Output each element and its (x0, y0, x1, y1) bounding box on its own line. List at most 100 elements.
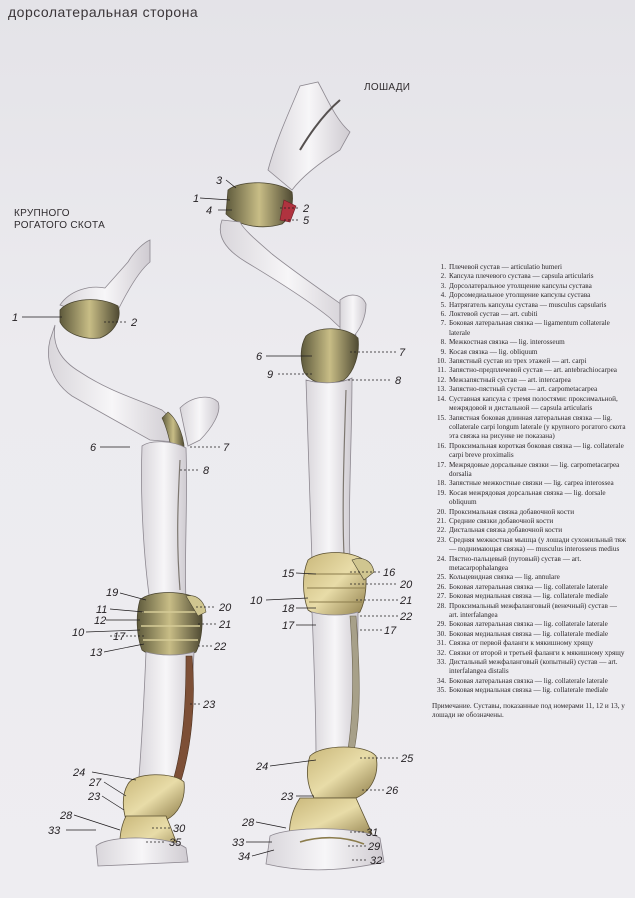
cattle-radius (141, 441, 187, 603)
legend-item: 26.Боковая латеральная связка — lig. col… (432, 583, 628, 592)
cattle-label-23-lower: 23 (87, 791, 101, 803)
horse-label-18: 18 (282, 603, 295, 615)
horse-label-25: 25 (400, 753, 414, 765)
legend-item-text: Кольцевидная связка — lig. annulare (449, 573, 560, 582)
legend-item: 6.Локтевой сустав — art. cubiti (432, 310, 628, 319)
legend-item-number: 33. (437, 658, 446, 667)
legend-item-number: 3. (440, 281, 446, 290)
legend-item-text: Суставная капсула с тремя полостями: про… (449, 394, 618, 413)
horse-label-29: 29 (367, 841, 380, 853)
cattle-accessory-carpal (185, 595, 207, 617)
legend-item: 35.Боковая медиальная связка — lig. coll… (432, 686, 628, 695)
legend-item-number: 17. (437, 460, 446, 469)
legend-item-number: 13. (437, 385, 446, 394)
legend-item-text: Проксимальная связка добавочной кости (449, 507, 575, 516)
horse-label-7: 7 (399, 347, 406, 359)
cattle-caption: КРУПНОГО РОГАТОГО СКОТА (14, 208, 105, 232)
horse-label-26: 26 (385, 785, 399, 797)
cattle-fetlock (122, 774, 185, 821)
horse-label-1: 1 (193, 193, 199, 205)
legend-item-number: 16. (437, 441, 446, 450)
legend-item-text: Боковая латеральная связка — lig. collat… (449, 620, 608, 629)
legend-item-number: 11. (437, 366, 446, 375)
legend-item-text: Боковая медиальная связка — lig. collate… (449, 629, 609, 638)
horse-label-23: 23 (280, 791, 294, 803)
cattle-label-22: 22 (213, 641, 226, 653)
cattle-label-35: 35 (169, 837, 182, 849)
cattle-interosseous-line (177, 459, 181, 591)
horse-scapula-spine (299, 99, 341, 151)
legend-item-text: Боковая латеральная связка — lig. collat… (449, 582, 608, 591)
legend-item-text: Локтевой сустав — art. cubiti (449, 310, 538, 319)
legend-item-number: 2. (440, 272, 446, 281)
horse-label-31: 31 (366, 827, 378, 839)
legend-item: 16.Проксимальная короткая боковая связка… (432, 442, 628, 461)
horse-label-15: 15 (282, 568, 295, 580)
legend-item-text: Дистальная связка добавочной кости (449, 526, 563, 535)
cattle-caption-line2: РОГАТОГО СКОТА (14, 220, 106, 231)
legend-item-text: Средняя межкостная мышца (у лошади сухож… (449, 535, 626, 554)
legend-item: 29.Боковая латеральная связка — lig. col… (432, 620, 628, 629)
legend-item-number: 15. (437, 413, 446, 422)
legend-item: 24.Пястно-пальцевый (путовый) сустав — a… (432, 555, 628, 574)
cattle-label-12: 12 (94, 615, 106, 627)
cattle-label-28: 28 (59, 810, 73, 822)
horse-label-9: 9 (267, 369, 273, 381)
legend-item-text: Запястно-предплечевой сустав — art. ante… (449, 366, 617, 375)
legend-item: 12.Межзапястный сустав — art. intercarpe… (432, 376, 628, 385)
legend-item: 28.Проксимальный межфаланговый (венечный… (432, 602, 628, 621)
cattle-label-21: 21 (218, 619, 231, 631)
cattle-shoulder-capsule (59, 299, 120, 339)
cattle-labels: 1 2 6 7 8 19 11 12 10 13 20 21 17 22 23 … (12, 312, 232, 849)
cattle-label-11: 11 (96, 604, 107, 616)
horse-caption: ЛОШАДИ (364, 82, 411, 93)
cattle-label-13: 13 (90, 647, 103, 659)
legend-item-number: 28. (437, 601, 446, 610)
cattle-label-30: 30 (173, 823, 186, 835)
cattle-label-19: 19 (106, 587, 118, 599)
horse-hoof-ligaments (299, 836, 365, 845)
legend-item-number: 27. (437, 592, 446, 601)
cattle-olecranon (179, 396, 220, 447)
legend-item: 9.Косая связка — lig. obliquum (432, 348, 628, 357)
horse-label-34: 34 (238, 851, 250, 863)
horse-carpus (303, 552, 367, 619)
legend-item-number: 20. (437, 507, 446, 516)
legend-item: 1.Плечевой сустав — articulatio humeri (432, 263, 628, 272)
horse-label-5: 5 (303, 215, 310, 227)
horse-humerus (220, 219, 357, 337)
legend-item-text: Дистальный межфаланговый (копытный) суст… (449, 658, 618, 676)
cattle-label-1: 1 (12, 312, 18, 324)
legend-item-number: 35. (437, 686, 446, 695)
legend-item: 30.Боковая медиальная связка — lig. coll… (432, 630, 628, 639)
horse-labels: 3 1 4 2 5 6 7 9 8 15 16 20 10 18 21 22 1… (193, 175, 414, 867)
legend-item: 20.Проксимальная связка добавочной кости (432, 508, 628, 517)
legend-item: 19.Косая межрядовая дорсальная связка — … (432, 489, 628, 508)
horse-label-17-left: 17 (282, 620, 295, 632)
leader-lines (22, 179, 398, 861)
legend-item-number: 21. (437, 516, 446, 525)
legend-item: 8.Межкостная связка — lig. interosseum (432, 338, 628, 347)
legend-item-text: Запястная боковая длинная латеральная св… (449, 413, 626, 441)
legend-item-number: 29. (437, 620, 446, 629)
horse-label-28: 28 (241, 817, 255, 829)
legend-item: 33.Дистальный межфаланговый (копытный) с… (432, 658, 628, 677)
legend-item-number: 18. (437, 479, 446, 488)
legend-item-text: Связки от второй и третьей фаланги к мяк… (449, 648, 625, 657)
horse-elbow-ligaments (300, 328, 359, 384)
cattle-label-24: 24 (72, 767, 85, 779)
legend-item: 14.Суставная капсула с тремя полостями: … (432, 395, 628, 414)
legend-item-number: 9. (440, 347, 446, 356)
legend-item-number: 4. (440, 291, 446, 300)
horse-fetlock (306, 746, 378, 799)
legend-item-text: Капсула плечевого сустава — capsula arti… (449, 272, 594, 281)
legend-item-number: 32. (437, 648, 446, 657)
horse-label-4: 4 (206, 205, 212, 217)
horse-label-17-right: 17 (384, 625, 397, 637)
cattle-label-6: 6 (90, 442, 97, 454)
legend-item-text: Натрягатель капсулы сустава — musculus c… (449, 300, 607, 309)
cattle-humerus (48, 324, 177, 443)
horse-carpus-bands (307, 573, 366, 603)
legend-item-text: Косая межрядовая дорсальная связка — lig… (449, 488, 606, 507)
